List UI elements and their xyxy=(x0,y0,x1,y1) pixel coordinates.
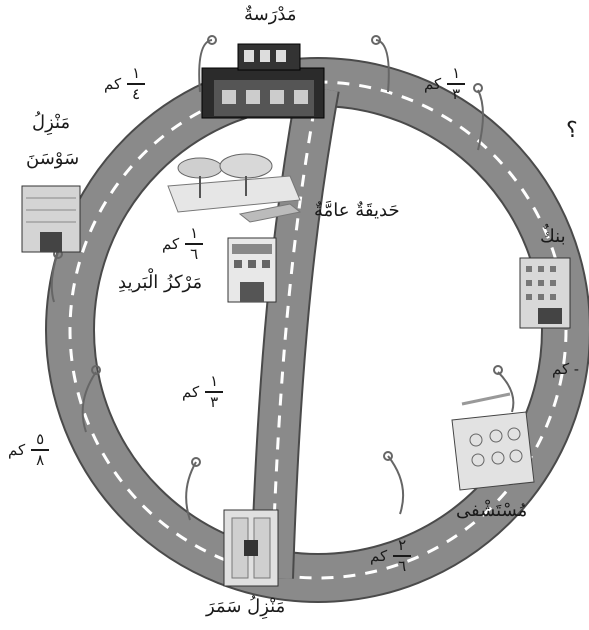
denominator: ٦ xyxy=(398,559,406,574)
hospital-label: مُسْتَشْفى xyxy=(456,500,527,521)
park-label: حَديقَةٌ عامَّةٌ xyxy=(314,200,400,221)
distance-park-to-post: كم ١ ٦ xyxy=(162,226,203,262)
distance-unit: كم xyxy=(370,547,387,565)
distance-unit: كم xyxy=(182,383,199,401)
numerator: ١ xyxy=(190,226,198,241)
hospital-building-icon xyxy=(452,394,534,490)
distance-unit: كم xyxy=(8,441,25,459)
distance-samar-to-sawsan: كم ٥ ٨ xyxy=(8,432,49,468)
sawsan-home-label-line1: مَنْزِلُ xyxy=(32,112,70,133)
denominator: ٨ xyxy=(36,453,44,468)
samar-home-label: مَنْزِلُ سَمَرَ xyxy=(206,596,285,617)
distance-unit: كم xyxy=(424,75,441,93)
sawsan-home-building-icon xyxy=(22,186,80,252)
fraction: ١ ٦ xyxy=(185,226,203,262)
fraction: ٢ ٦ xyxy=(393,538,411,574)
fraction: ١ ٣ xyxy=(447,66,465,102)
sawsan-home-label-line2: سَوْسَنَ xyxy=(26,148,79,169)
school-building-icon xyxy=(202,44,324,118)
denominator: ٤ xyxy=(132,87,140,102)
numerator: ١ xyxy=(132,66,140,81)
bank-label: بنكٌ xyxy=(540,226,566,247)
samar-home-building-icon xyxy=(224,510,278,586)
bank-building-icon xyxy=(520,258,570,328)
distance-samar-to-hospital: كم ٢ ٦ xyxy=(370,538,411,574)
distance-unit: كم xyxy=(162,235,179,253)
post-office-building-icon xyxy=(228,238,276,302)
distance-sawsan-to-school: كم ١ ٤ xyxy=(104,66,145,102)
fraction: ١ ٤ xyxy=(127,66,145,102)
distance-unit: كم xyxy=(104,75,121,93)
denominator: ٦ xyxy=(190,247,198,262)
denominator: ٣ xyxy=(452,87,460,102)
question-mark: ؟ xyxy=(566,118,578,143)
numerator: ٥ xyxy=(36,432,44,447)
fraction: ١ ٣ xyxy=(205,374,223,410)
park-icon xyxy=(168,154,300,222)
denominator: ٣ xyxy=(210,395,218,410)
post-office-label: مَرْكزُ الْبَريدِ xyxy=(118,272,202,293)
numerator: ١ xyxy=(452,66,460,81)
school-label: مَدْرَسةٌ xyxy=(244,4,297,25)
distance-bank-partial: - كم xyxy=(552,360,579,378)
numerator: ١ xyxy=(210,374,218,389)
numerator: ٢ xyxy=(398,538,406,553)
distance-school-to-bank: كم ١ ٣ xyxy=(424,66,465,102)
central-road xyxy=(272,88,318,578)
distance-post-to-samar: كم ١ ٣ xyxy=(182,374,223,410)
fraction: ٥ ٨ xyxy=(31,432,49,468)
